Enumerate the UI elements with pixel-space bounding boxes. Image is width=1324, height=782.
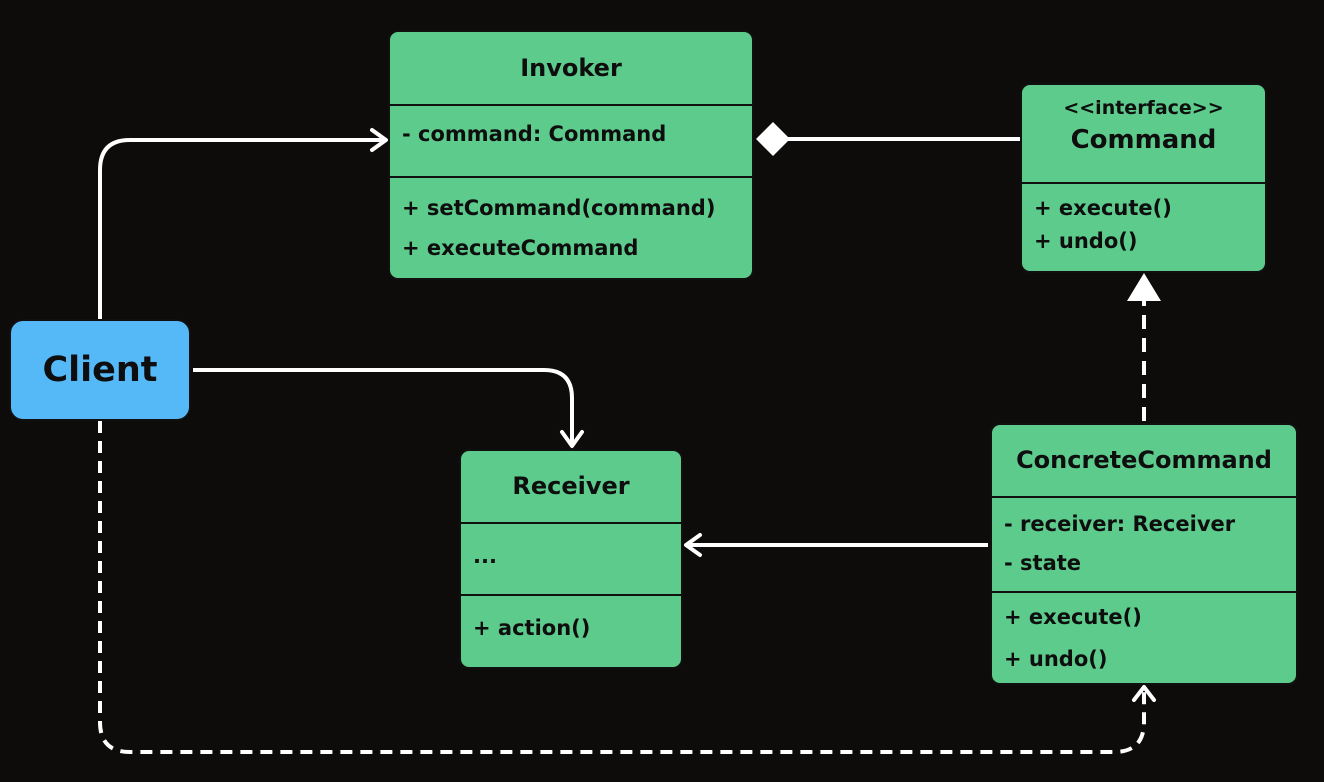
command-operation: + execute() — [1034, 196, 1172, 220]
invoker-attribute: - command: Command — [402, 122, 667, 146]
client-to-invoker-line — [98, 138, 384, 319]
client-label: Client — [42, 350, 158, 390]
client-to-invoker-arrowhead — [370, 128, 388, 152]
client-box: Client — [9, 319, 191, 421]
command-interface-box: <<interface>> Command + execute() + undo… — [1020, 83, 1267, 273]
command-stereotype: <<interface>> — [1063, 97, 1224, 119]
concretecommand-class-box: ConcreteCommand - receiver: Receiver - s… — [990, 423, 1298, 685]
concretecommand-attributes: - receiver: Receiver - state — [992, 496, 1296, 591]
client-to-concretecommand-dashed-line — [98, 421, 1146, 754]
realization-triangle-icon — [1127, 273, 1161, 301]
invoker-operations: + setCommand(command) + executeCommand — [390, 176, 752, 276]
command-header: <<interface>> Command — [1022, 85, 1265, 182]
concretecommand-operations: + execute() + undo() — [992, 591, 1296, 683]
receiver-attributes: ... — [461, 522, 681, 594]
invoker-operation: + executeCommand — [402, 236, 639, 260]
receiver-operation: + action() — [473, 616, 591, 640]
concretecommand-operation: + execute() — [1004, 605, 1142, 629]
concretecommand-operation: + undo() — [1004, 647, 1108, 671]
concretecommand-attribute: - receiver: Receiver — [1004, 512, 1236, 536]
command-operation: + undo() — [1034, 229, 1138, 253]
invoker-attributes: - command: Command — [390, 104, 752, 176]
command-interface-name: Command — [1070, 125, 1217, 155]
invoker-operation: + setCommand(command) — [402, 196, 716, 220]
invoker-class-name: Invoker — [520, 54, 622, 82]
client-to-concretecommand-arrowhead — [1132, 685, 1156, 702]
client-to-receiver-line — [193, 368, 574, 444]
client-to-receiver-arrowhead — [560, 430, 584, 448]
concretecommand-class-name: ConcreteCommand — [1016, 446, 1272, 474]
receiver-class-box: Receiver ... + action() — [459, 449, 683, 669]
command-operations: + execute() + undo() — [1022, 182, 1265, 262]
receiver-operations: + action() — [461, 594, 681, 640]
aggregation-diamond-icon — [756, 122, 790, 156]
receiver-attribute: ... — [473, 544, 497, 568]
receiver-class-name: Receiver — [512, 472, 630, 500]
concretecommand-attribute: - state — [1004, 551, 1082, 575]
invoker-class-box: Invoker - command: Command + setCommand(… — [388, 30, 754, 280]
concretecommand-to-receiver-arrowhead — [684, 533, 702, 557]
